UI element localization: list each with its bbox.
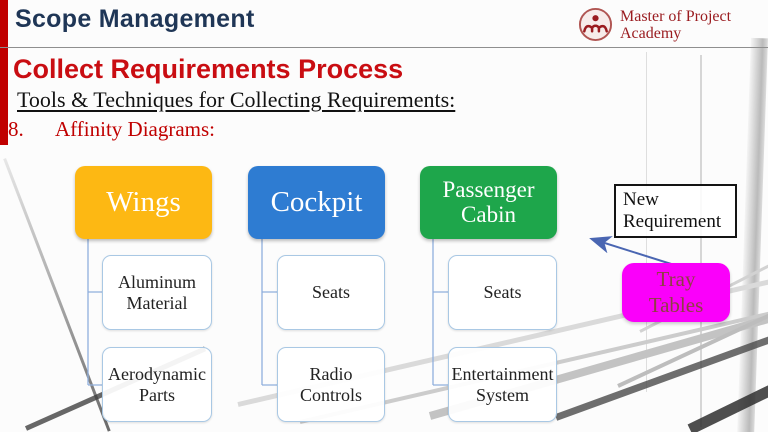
category-box-passenger-cabin: Passenger Cabin xyxy=(420,166,557,239)
slide-heading: Collect Requirements Process xyxy=(13,54,404,84)
background-photo-stripe xyxy=(687,363,768,432)
red-accent-bar xyxy=(0,0,8,145)
child-box-aerodynamic-parts: Aerodynamic Parts xyxy=(102,347,212,422)
background-photo-stripe xyxy=(554,321,768,421)
master-of-project-academy-logo-icon xyxy=(578,7,613,42)
logo: Master of Project Academy xyxy=(578,7,731,42)
list-item-number: 8. xyxy=(8,117,24,141)
new-requirement-callout: New Requirement xyxy=(614,184,737,238)
child-box-cockpit-seats: Seats xyxy=(277,255,385,330)
category-box-cockpit: Cockpit xyxy=(248,166,385,239)
child-box-aluminum-material: Aluminum Material xyxy=(102,255,212,330)
new-node-tray-tables: Tray Tables xyxy=(622,263,730,322)
child-box-radio-controls: Radio Controls xyxy=(277,347,385,422)
header-divider xyxy=(0,47,768,48)
logo-text: Master of Project Academy xyxy=(620,8,731,42)
list-item-label: Affinity Diagrams: xyxy=(55,117,216,141)
background-photo-band xyxy=(737,37,768,432)
background-photo-line xyxy=(700,55,702,427)
child-box-cabin-seats: Seats xyxy=(448,255,557,330)
logo-text-line1: Master of Project xyxy=(620,7,732,25)
child-box-entertainment-system: Entertainment System xyxy=(448,347,557,422)
category-box-wings: Wings xyxy=(75,166,212,239)
slide-subheading: Tools & Techniques for Collecting Requir… xyxy=(17,87,456,112)
logo-text-line2: Academy xyxy=(620,24,682,42)
page-title: Scope Management xyxy=(15,5,255,33)
